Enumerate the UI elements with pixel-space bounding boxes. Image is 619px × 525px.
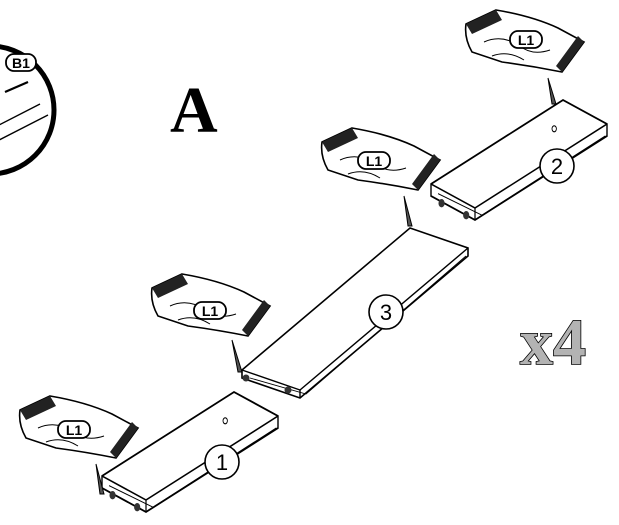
panel-number: 2 [551,154,563,179]
panel-1: 1 [101,391,279,513]
glue-packet: L1 [320,127,441,227]
step-letter: A [170,74,218,147]
glue-packet: L1 [18,395,139,495]
detail-circle: B1 [0,44,57,176]
panel-number-circle [204,444,240,480]
glue-packet: L1 [150,273,271,373]
quantity-label: x4 [520,306,586,379]
panel-number: 1 [216,450,228,475]
glue-label: L1 [518,32,535,48]
glue-label: L1 [66,422,83,438]
panel-2: 2 [430,99,608,221]
panel-number: 3 [380,300,392,325]
glue-label: L1 [202,303,219,319]
panel-number-circle [539,148,575,184]
glue-label: L1 [366,153,383,169]
panel-number-circle [368,294,404,330]
glue-packet: L1 [464,9,585,105]
panel-3: 3 [241,227,469,399]
detail-label: B1 [12,55,30,71]
